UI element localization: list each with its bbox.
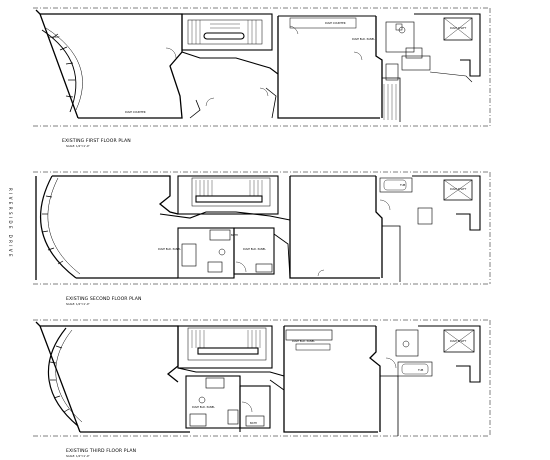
street-label: RIVERSIDE DRIVE (8, 188, 13, 259)
svg-text:BATH: BATH (231, 233, 238, 237)
first-floor-plan (33, 7, 491, 127)
svg-text:DAVE BLD. PANEL: DAVE BLD. PANEL (158, 247, 181, 251)
svg-text:DAVE BLD. PANEL: DAVE BLD. PANEL (292, 339, 315, 343)
svg-text:DAVE SHAFT: DAVE SHAFT (450, 339, 467, 343)
first-floor-scale: SCALE: 1/4"=1'-0" (66, 144, 90, 148)
svg-text:TUB: TUB (418, 368, 423, 372)
second-floor-scale: SCALE: 1/4"=1'-0" (66, 302, 90, 306)
first-floor-labels: GALLERY DAVE COUNTER DAVE COUNTER DAVE B… (48, 21, 467, 114)
svg-text:DAVE COUNTER: DAVE COUNTER (325, 21, 346, 25)
third-floor-title: EXISTING THIRD FLOOR PLAN (66, 448, 136, 454)
svg-text:DAVE COUNTER: DAVE COUNTER (125, 110, 146, 114)
svg-text:TUB: TUB (400, 183, 405, 187)
svg-text:DAVE SHAFT: DAVE SHAFT (450, 187, 467, 191)
third-floor-scale: SCALE: 1/4"=1'-0" (66, 454, 90, 458)
second-floor-labels: TUB DAVE SHAFT DAVE BLD. PANEL DAVE BLD.… (158, 183, 467, 251)
second-floor-plan (33, 171, 491, 285)
second-floor-title: EXISTING SECOND FLOOR PLAN (66, 296, 142, 302)
svg-text:DAVE BLD. PANEL: DAVE BLD. PANEL (243, 247, 266, 251)
svg-text:DAVE BLD. PANEL: DAVE BLD. PANEL (192, 405, 215, 409)
third-floor-plan (33, 319, 491, 437)
svg-text:DAVE SHAFT: DAVE SHAFT (450, 26, 467, 30)
first-floor-title: EXISTING FIRST FLOOR PLAN (62, 138, 131, 144)
third-floor-labels: DAVE SHAFT DAVE BLD. PANEL DAVE BLD. PAN… (192, 339, 467, 425)
svg-text:GALLERY: GALLERY (48, 35, 60, 39)
svg-text:DAVE BLD. PANEL: DAVE BLD. PANEL (352, 37, 375, 41)
svg-text:BATH: BATH (250, 421, 257, 425)
